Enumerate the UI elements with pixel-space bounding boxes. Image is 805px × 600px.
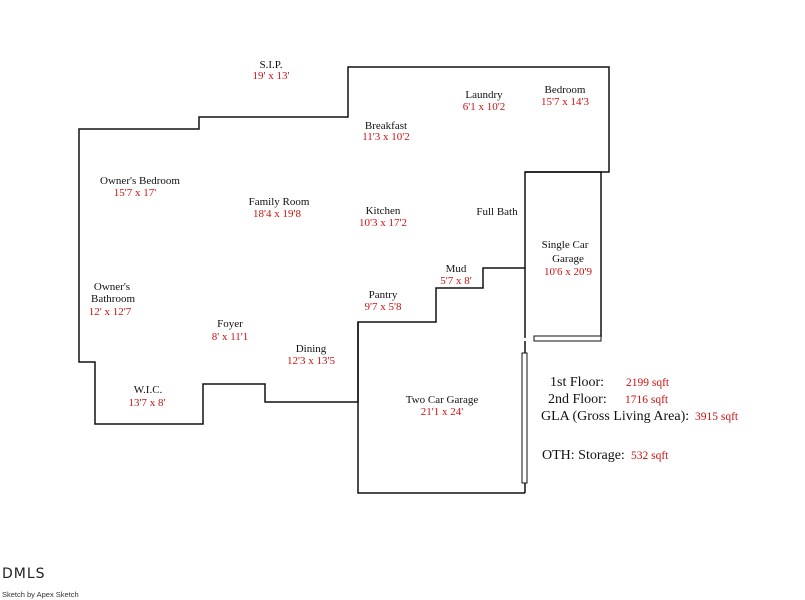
room-dim-dining: 12'3 x 13'5 [287,355,335,367]
room-label-dining: Dining [296,343,327,355]
room-dim-foyer: 8' x 11'1 [212,331,249,343]
room-dim-kitchen: 10'3 x 17'2 [359,217,407,229]
gla-label: GLA (Gross Living Area): [541,409,689,424]
room-label-breakfast: Breakfast [365,120,407,132]
room-dim-single-car-garage: 10'6 x 20'9 [544,266,592,278]
second-floor-label: 2nd Floor: [548,392,607,407]
room-label-owners-bathroom-2: Bathroom [91,293,135,305]
room-label-kitchen: Kitchen [366,205,401,217]
first-floor-value: 2199 sqft [626,377,670,389]
room-label-foyer: Foyer [217,318,243,330]
room-label-sip: S.I.P. [260,59,283,71]
house-outline [78,66,610,425]
room-dim-sip: 19' x 13' [253,70,290,82]
room-label-full-bath: Full Bath [476,206,518,218]
two-car-garage-outline [357,322,525,494]
room-dim-owners-bedroom: 15'7 x 17' [114,187,156,199]
sketch-credit: Sketch by Apex Sketch [2,590,79,599]
room-label-single-car-garage-2: Garage [552,253,584,265]
room-label-two-car-garage: Two Car Garage [406,394,479,406]
room-dim-breakfast: 11'3 x 10'2 [362,131,410,143]
two-car-garage-door [521,352,528,484]
room-dim-laundry: 6'1 x 10'2 [463,101,505,113]
first-floor-label: 1st Floor: [550,375,604,390]
room-dim-bedroom: 15'7 x 14'3 [541,96,589,108]
room-label-owners-bathroom: Owner's [94,281,130,293]
room-dim-owners-bathroom: 12' x 12'7 [89,306,132,318]
room-dim-family-room: 18'4 x 19'8 [253,208,301,220]
room-label-owners-bedroom: Owner's Bedroom [100,175,180,187]
room-label-family-room: Family Room [249,196,310,208]
room-label-pantry: Pantry [369,289,398,301]
room-label-wic: W.I.C. [134,384,163,396]
room-dim-pantry: 9'7 x 5'8 [365,301,402,313]
mls-logo: DMLS [2,566,46,582]
room-dim-two-car-garage: 21'1 x 24' [421,406,463,418]
room-label-bedroom: Bedroom [545,84,586,96]
room-label-mud: Mud [446,263,467,275]
room-label-laundry: Laundry [465,89,503,101]
single-car-garage-outline [525,171,602,337]
gla-value: 3915 sqft [695,411,739,423]
room-dim-wic: 13'7 x 8' [129,397,166,409]
room-dim-mud: 5'7 x 8' [440,275,471,287]
second-floor-value: 1716 sqft [625,394,669,406]
single-garage-door [533,335,602,342]
oth-storage-value: 532 sqft [631,450,669,462]
oth-storage-label: OTH: Storage: [542,448,625,463]
room-label-single-car-garage: Single Car [542,239,589,251]
